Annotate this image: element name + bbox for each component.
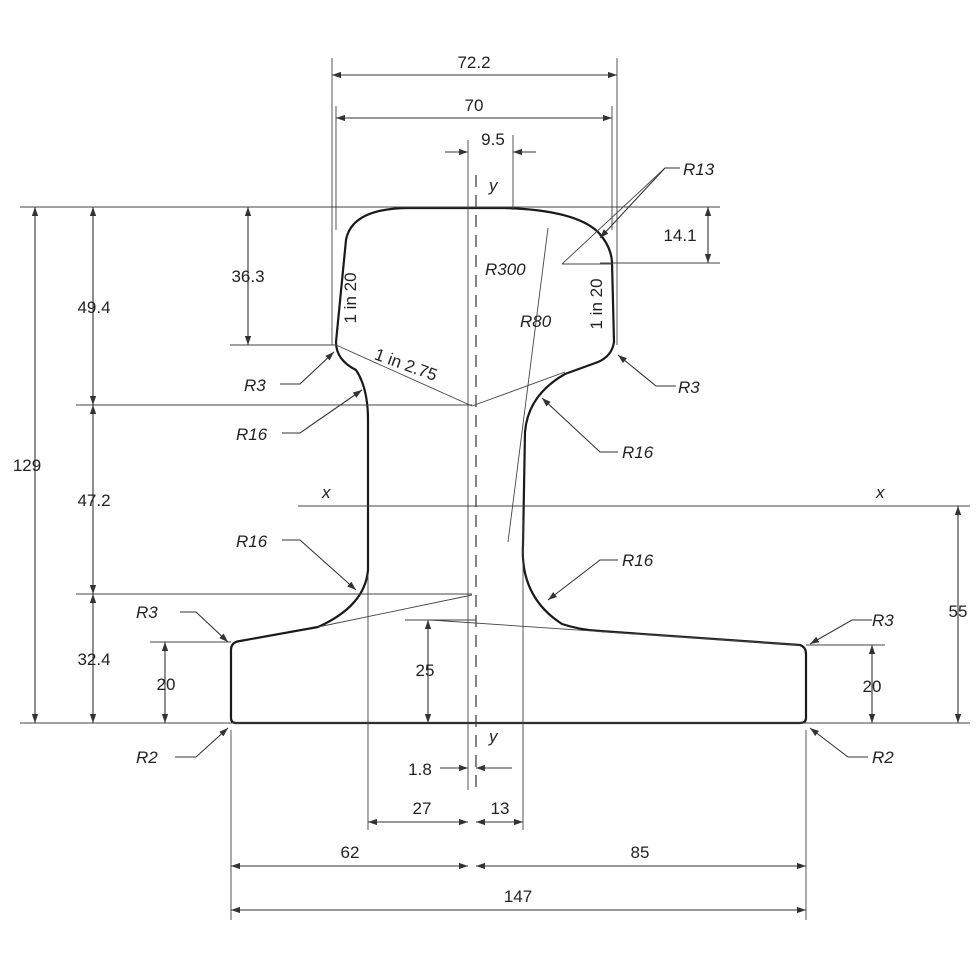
foot-slope-line-left [317,594,473,628]
label-r300: R300 [485,260,526,279]
label-r3-foot-right: R3 [872,611,894,630]
leader-r13 [599,167,680,239]
leader-r2-foot-right [809,727,868,758]
label-y-axis-top: y [488,176,499,195]
label-r3-foot-left: R3 [136,603,158,622]
label-r3-head-right: R3 [678,378,700,397]
leader-r3-foot-left [180,611,229,643]
leader-r16-upper-right [541,397,618,453]
label-r13: R13 [683,160,715,179]
label-r16-lower-left: R16 [236,532,268,551]
dim-27: 27 [413,799,432,818]
label-y-axis-bottom: y [488,727,499,746]
leader-r2-foot-left [175,727,229,758]
dim-72-2: 72.2 [457,53,490,72]
dim-20-left: 20 [157,675,176,694]
label-slope-head-right: 1 in 20 [587,278,606,329]
underside-slope-line-left [335,344,473,407]
leader-r3-head-right [617,354,676,387]
r13-leader [561,167,666,265]
dim-62: 62 [341,843,360,862]
leader-r16-lower-left [282,539,357,591]
dim-147: 147 [504,887,532,906]
label-r16-upper-right: R16 [622,443,654,462]
leader-r16-upper-left [282,389,363,434]
leader-r3-foot-right [809,619,872,645]
label-r2-foot-right: R2 [872,748,894,767]
label-r16-lower-right: R16 [622,551,654,570]
label-r16-upper-left: R16 [236,425,268,444]
dim-49-4: 49.4 [77,298,110,317]
underside-slope-line-right [471,371,566,407]
dim-47-2: 47.2 [77,491,110,510]
label-x-axis-right: x [875,483,885,502]
label-x-axis-left: x [321,483,331,502]
dim-85: 85 [631,843,650,862]
label-r80: R80 [520,312,552,331]
dim-9-5: 9.5 [481,130,505,149]
dim-13: 13 [491,799,510,818]
dim-20-right: 20 [863,677,882,696]
foot-slope-line-right [429,619,801,646]
dim-14-1: 14.1 [663,226,696,245]
dim-1-8: 1.8 [408,760,432,779]
leader-r16-lower-right [547,559,618,601]
label-r3-head-left: R3 [244,376,266,395]
dim-70: 70 [465,96,484,115]
label-slope-underside: 1 in 2.75 [372,345,440,385]
rail-profile-outline [229,206,808,725]
dim-36-3: 36.3 [231,267,264,286]
dim-129: 129 [13,456,41,475]
dim-32-4: 32.4 [77,650,110,669]
r300-leader [507,227,549,543]
label-slope-head-left: 1 in 20 [341,272,360,323]
leader-r3-head-left [280,351,335,385]
dim-25: 25 [416,661,435,680]
label-r2-foot-left: R2 [136,748,158,767]
dim-55: 55 [949,602,968,621]
